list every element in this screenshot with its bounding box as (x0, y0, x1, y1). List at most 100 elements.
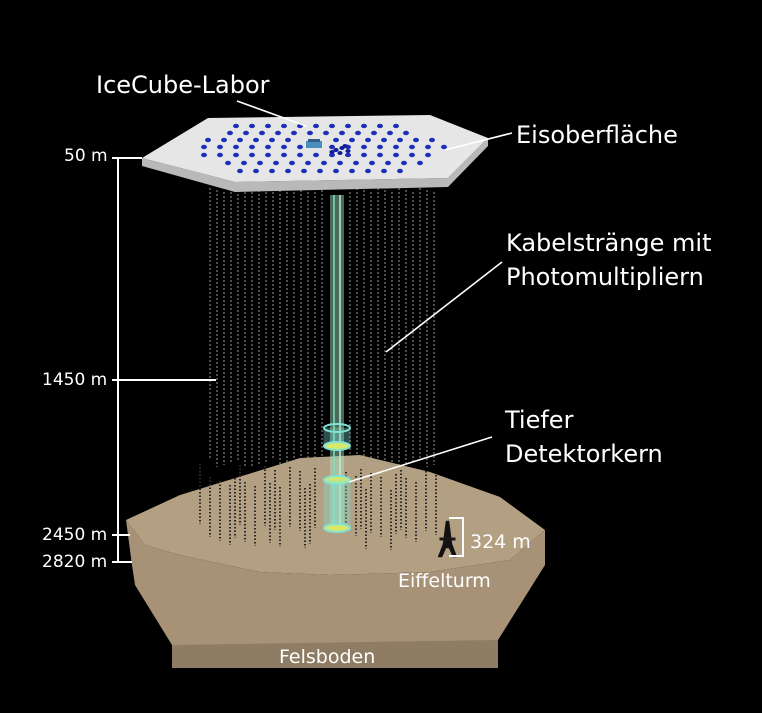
surface-hole (243, 130, 249, 136)
bedrock-front-face (126, 520, 545, 668)
surface-hole (305, 160, 311, 166)
surface-hole (345, 123, 351, 129)
depth-label-2820: 2820 m (42, 552, 108, 572)
surface-hole (249, 123, 255, 129)
label-ice-surface: Eisoberfläche (516, 121, 678, 149)
buried-sensors (199, 464, 437, 550)
surface-hole (301, 168, 307, 174)
core-cylinder-upper-top (323, 423, 351, 433)
surface-hole (365, 168, 371, 174)
surface-hole (201, 152, 207, 158)
surface-holes (201, 123, 447, 174)
surface-hole (365, 137, 371, 143)
surface-hole (393, 152, 399, 158)
surface-hole (409, 152, 415, 158)
surface-hole (313, 152, 319, 158)
surface-hole (291, 130, 297, 136)
surface-hole (237, 137, 243, 143)
surface-hole (381, 137, 387, 143)
core-cylinder-lower-top (323, 475, 351, 485)
surface-hole (329, 152, 335, 158)
surface-hole-core (337, 151, 343, 155)
surface-hole (233, 144, 239, 150)
surface-hole (237, 168, 243, 174)
leader-strings (385, 261, 503, 353)
depth-label-1450: 1450 m (42, 370, 108, 390)
surface-hole (393, 123, 399, 129)
surface-hole (377, 123, 383, 129)
surface-hole (337, 160, 343, 166)
surface-hole (393, 144, 399, 150)
bedrock-lower-face (172, 640, 498, 668)
surface-hole (425, 152, 431, 158)
label-icecube-lab: IceCube-Labor (96, 71, 270, 99)
surface-hole (205, 137, 211, 143)
surface-hole (387, 130, 393, 136)
surface-hole-core (333, 148, 339, 152)
label-strings-line1: Kabelstränge mit (506, 229, 712, 257)
surface-hole (381, 168, 387, 174)
label-core-line1: Tiefer (505, 406, 574, 434)
surface-hole (273, 160, 279, 166)
surface-hole (355, 130, 361, 136)
surface-hole (377, 144, 383, 150)
core-cylinder-lower-body (323, 479, 351, 529)
depth-label-2450: 2450 m (42, 525, 108, 545)
surface-hole (269, 137, 275, 143)
eiffel-height-bracket (449, 517, 464, 557)
surface-hole (323, 130, 329, 136)
surface-hole-core (342, 144, 348, 148)
ice-slab-side (142, 138, 488, 192)
surface-hole (265, 152, 271, 158)
surface-hole (321, 160, 327, 166)
surface-hole-core (345, 149, 351, 153)
surface-hole (253, 168, 259, 174)
surface-hole (269, 168, 275, 174)
surface-hole (329, 144, 335, 150)
surface-hole (397, 137, 403, 143)
surface-hole (221, 137, 227, 143)
surface-hole (241, 160, 247, 166)
surface-hole (317, 168, 323, 174)
surface-hole (333, 168, 339, 174)
surface-hole (397, 168, 403, 174)
surface-hole (339, 130, 345, 136)
depth-label-50: 50 m (64, 146, 108, 166)
surface-hole (253, 137, 259, 143)
surface-hole (297, 152, 303, 158)
surface-hole (227, 130, 233, 136)
lab-building (306, 141, 322, 148)
surface-hole (429, 137, 435, 143)
surface-hole (353, 160, 359, 166)
surface-hole (281, 123, 287, 129)
label-core-line2: Detektorkern (505, 440, 663, 468)
surface-hole (413, 137, 419, 143)
surface-hole (217, 152, 223, 158)
surface-hole (281, 152, 287, 158)
surface-hole (369, 160, 375, 166)
label-eiffel: Eiffelturm (398, 570, 491, 592)
surface-hole (285, 137, 291, 143)
surface-hole (417, 160, 423, 166)
surface-hole (265, 123, 271, 129)
surface-hole (275, 130, 281, 136)
surface-hole (329, 123, 335, 129)
surface-hole (349, 137, 355, 143)
label-bedrock: Felsboden (279, 646, 376, 668)
surface-hole (409, 144, 415, 150)
core-cylinder-lower-bottom (323, 523, 351, 533)
leader-surface (444, 132, 513, 151)
label-strings-line2: Photomultipliern (506, 263, 704, 291)
leader-core (348, 436, 493, 483)
surface-hole (313, 123, 319, 129)
surface-hole (307, 130, 313, 136)
surface-hole (441, 144, 447, 150)
surface-hole (403, 130, 409, 136)
depth-scale (112, 157, 216, 563)
surface-hole (259, 130, 265, 136)
surface-hole (425, 144, 431, 150)
surface-hole (249, 152, 255, 158)
surface-hole (377, 152, 383, 158)
surface-hole (401, 160, 407, 166)
surface-hole (361, 123, 367, 129)
